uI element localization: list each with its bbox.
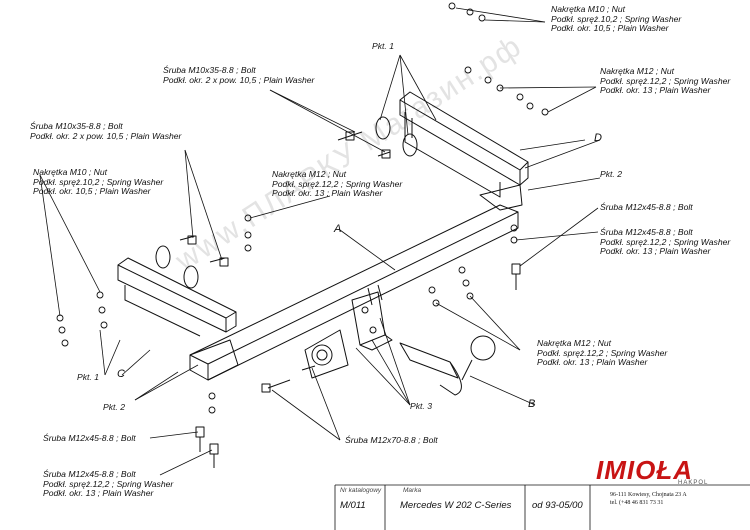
imiola-logo: IMIOŁA — [596, 455, 693, 485]
label-left-nut-m10: Nakrętka M10 ; Nut Podkł. spręż.10,2 ; S… — [33, 167, 164, 197]
brand-value: Mercedes W 202 C-Series — [400, 500, 512, 511]
washers — [155, 116, 418, 289]
label-bolt-m10-left: Śruba M10x35-8.8 ; Bolt Podkł. okr. 2 x … — [30, 121, 182, 141]
label-left-bolt-m12-b: Śruba M12x45-8.8 ; Bolt Podkł. spręż.12,… — [43, 469, 174, 499]
label-bolt-m10-top: Śruba M10x35-8.8 ; Bolt Podkł. okr. 2 x … — [163, 65, 315, 85]
bracket-c — [117, 257, 237, 337]
callout-pkt2-right: Pkt. 2 — [600, 169, 622, 179]
leader-lines — [39, 7, 601, 476]
callout-d: D — [594, 132, 602, 144]
catalog-label: Nr katalogowy — [340, 487, 382, 494]
label-right-bolt-m12: Śruba M12x45-8.8 ; Bolt — [600, 202, 693, 212]
catalog-value: M/011 — [340, 500, 366, 511]
main-beam-a — [189, 184, 523, 381]
bolts — [179, 131, 521, 468]
callout-c: C — [117, 368, 125, 380]
brand-label: Marka — [403, 487, 422, 494]
label-right-bolt-m12-b: Śruba M12x45-8.8 ; Bolt Podkł. spręż.12,… — [600, 227, 731, 257]
date-value: od 93-05/00 — [532, 500, 583, 511]
label-top-right-nut: Nakrętka M10 ; Nut Podkł. spręż.10,2 ; S… — [551, 4, 682, 34]
callout-a: A — [334, 223, 342, 235]
phone: tel. (+48 46 831 73 31 — [610, 500, 664, 506]
drop-plate — [351, 284, 393, 351]
label-lower-nut-m12: Nakrętka M12 ; Nut Podkł. spręż.12,2 ; S… — [537, 338, 668, 368]
nuts — [56, 2, 549, 414]
callout-pkt2-left: Pkt. 2 — [103, 402, 125, 412]
callout-b: B — [528, 398, 536, 410]
label-center-nut-m12: Nakrętka M12 ; Nut Podkł. spręż.12,2 ; S… — [272, 169, 403, 199]
callout-pkt3: Pkt. 3 — [410, 401, 432, 411]
tow-ball-b — [399, 335, 496, 396]
label-left-bolt-m12: Śruba M12x45-8.8 ; Bolt — [43, 433, 136, 443]
hakpol-logo-sub: HAKPOL — [678, 480, 709, 486]
socket-plate — [304, 329, 349, 379]
callout-pkt1-left: Pkt. 1 — [77, 372, 99, 382]
callout-pkt1-top: Pkt. 1 — [372, 41, 394, 51]
label-bolt-m12x70: Śruba M12x70-8.8 ; Bolt — [345, 435, 438, 445]
label-right-nut-m12: Nakrętka M12 ; Nut Podkł. spręż.12,2 ; S… — [600, 66, 731, 96]
bracket-d — [399, 91, 529, 198]
footer-frame — [334, 484, 750, 530]
address: 96-111 Kowiesy, Chojnata 23 A — [610, 492, 687, 498]
